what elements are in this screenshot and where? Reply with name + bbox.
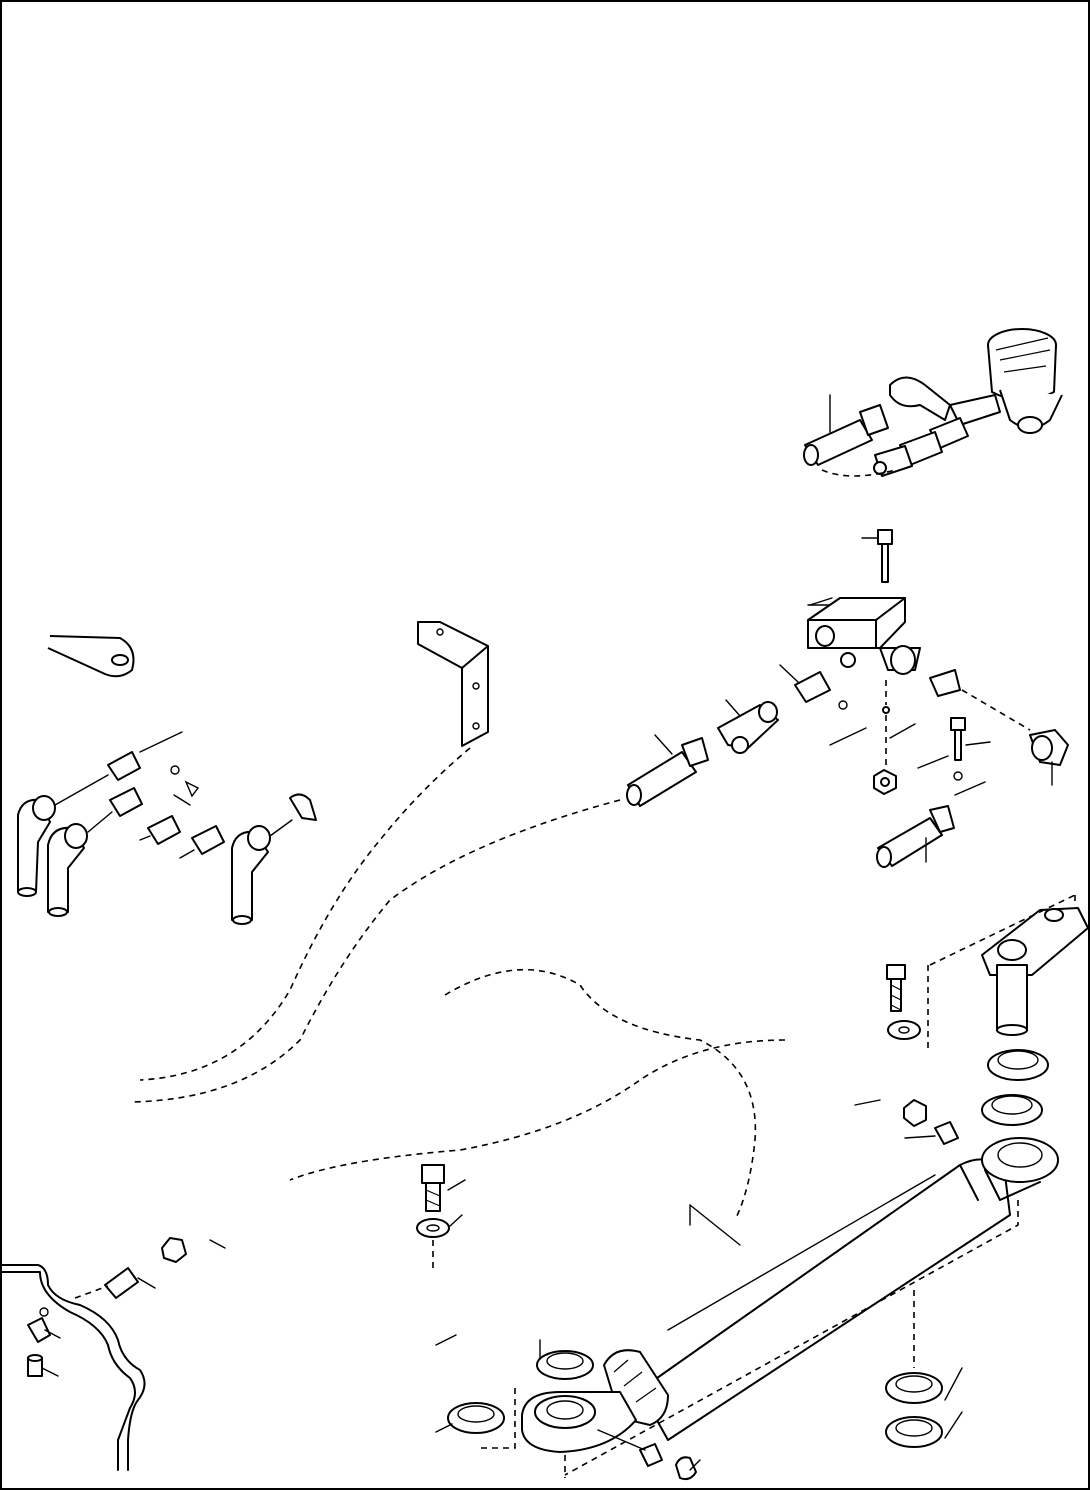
rod-end-bushing-top	[536, 1350, 594, 1380]
brake-hose-right	[876, 805, 955, 868]
leader-lines-left	[54, 731, 293, 859]
nipple-fittings-left	[107, 751, 317, 855]
center-bolt	[416, 1164, 466, 1270]
hose-route-left-2	[129, 799, 621, 1103]
sleeve-lower-left	[27, 1354, 59, 1377]
hose-route-left-1	[139, 747, 471, 1081]
hose-elbow-left-3	[231, 825, 271, 925]
hose-route-upper	[821, 469, 896, 477]
grease-nipple-cap	[854, 1099, 959, 1145]
brake-hose-center	[626, 734, 709, 807]
steering-cylinder	[639, 1137, 1059, 1441]
side-bolt	[950, 717, 991, 781]
leader-lines-cylinder	[435, 1204, 963, 1471]
pivot-pin-plate	[981, 907, 1089, 1036]
bushing-lower-right-1	[885, 1372, 943, 1404]
cylinder-rod-end	[521, 1391, 637, 1453]
pin-route	[929, 894, 1076, 966]
brake-master-cylinder	[987, 328, 1063, 434]
hose-route-lower	[289, 1039, 786, 1181]
route-to-elbow	[961, 689, 1031, 731]
nipple-lower-left	[74, 1267, 156, 1299]
brake-pipe-lower-left	[1, 1264, 146, 1471]
mounting-bracket	[417, 621, 489, 747]
elbow-fitting-right	[1029, 729, 1069, 766]
brake-hose-upper	[803, 394, 889, 466]
master-cylinder-fittings	[873, 376, 1001, 477]
hose-elbow-left-1	[17, 795, 56, 897]
rod-end-bushing-left	[447, 1402, 505, 1434]
bushing-lower-right-2	[885, 1416, 943, 1448]
hose-route-center	[444, 968, 757, 1221]
connector-fittings	[717, 669, 961, 754]
pin-bolt	[886, 964, 921, 1040]
hose-elbow-left-2	[47, 823, 88, 917]
cylinder-dashed-guides	[478, 1200, 1019, 1478]
leader-lines-center	[725, 604, 1053, 796]
tee-block-nut	[873, 680, 897, 795]
rod-end-grease-fitting	[639, 1443, 697, 1481]
cap-nut-lower-left	[161, 1237, 226, 1263]
tee-block-bolt	[861, 529, 893, 583]
brake-tee-block	[807, 597, 921, 675]
clip-lower-left	[27, 1307, 61, 1343]
mounting-bar-left	[47, 635, 135, 678]
bushing-upper	[987, 1049, 1049, 1081]
bushing-middle	[981, 1094, 1043, 1126]
